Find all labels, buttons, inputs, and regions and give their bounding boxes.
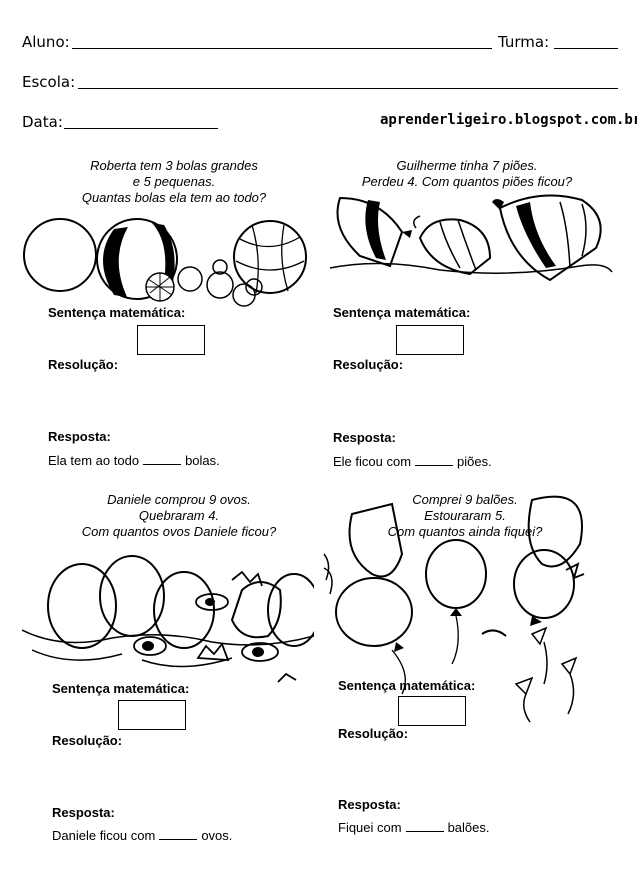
problem-2-line: Perdeu 4. Com quantos piões ficou? (361, 174, 573, 189)
problem-1-line: Quantas bolas ela tem ao todo? (81, 190, 267, 205)
resposta-label-1: Resposta: (48, 429, 111, 444)
resolucao-label-2: Resolução: (333, 357, 404, 372)
answer-2-blank[interactable] (415, 455, 454, 466)
balls-illustration (22, 215, 312, 310)
problem-3-text: Daniele comprou 9 ovos. Quebraram 4. Com… (44, 492, 314, 540)
sentenca-label-4: Sentença matemática: (338, 678, 476, 693)
problem-4-text: Comprei 9 balões. Estouraram 5. Com quan… (330, 492, 600, 540)
sentenca-label-2: Sentença matemática: (333, 305, 471, 320)
answer-1-before: Ela tem ao todo (48, 453, 140, 468)
problem-2-line: Guilherme tinha 7 piões. (396, 158, 538, 173)
answer-2-before: Ele ficou com (333, 454, 412, 469)
spinning-tops-illustration (320, 188, 620, 283)
aluno-label: Aluno: (22, 33, 70, 51)
answer-4-before: Fiquei com (338, 820, 402, 835)
problem-1-line: e 5 pequenas. (132, 174, 216, 189)
resolucao-label-3: Resolução: (52, 733, 123, 748)
balloons-illustration (322, 484, 622, 724)
turma-field[interactable] (554, 48, 618, 49)
sentenca-label-3: Sentença matemática: (52, 681, 190, 696)
aluno-field[interactable] (72, 48, 492, 49)
sentenca-box-1[interactable] (137, 325, 205, 355)
resposta-label-4: Resposta: (338, 797, 401, 812)
answer-1-blank[interactable] (143, 454, 182, 465)
problem-1-text: Roberta tem 3 bolas grandes e 5 pequenas… (44, 158, 304, 206)
data-label: Data: (22, 113, 63, 131)
answer-2: Ele ficou com piões. (333, 454, 492, 469)
problem-3-line: Com quantos ovos Daniele ficou? (81, 524, 277, 539)
answer-1: Ela tem ao todo bolas. (48, 453, 220, 468)
answer-3-after: ovos. (201, 828, 233, 843)
answer-3-blank[interactable] (159, 829, 198, 840)
sentenca-box-3[interactable] (118, 700, 186, 730)
answer-4: Fiquei com balões. (338, 820, 490, 835)
problem-4-line: Com quantos ainda fiquei? (387, 524, 543, 539)
sentenca-box-4[interactable] (398, 696, 466, 726)
problem-4-line: Comprei 9 balões. (412, 492, 518, 507)
problem-1-line: Roberta tem 3 bolas grandes (90, 158, 258, 173)
site-url: aprenderligeiro.blogspot.com.br (380, 112, 637, 128)
problem-2-text: Guilherme tinha 7 piões. Perdeu 4. Com q… (322, 158, 612, 190)
sentenca-label-1: Sentença matemática: (48, 305, 186, 320)
problem-3-line: Quebraram 4. (138, 508, 220, 523)
resposta-label-2: Resposta: (333, 430, 396, 445)
turma-label: Turma: (498, 33, 550, 51)
sentenca-box-2[interactable] (396, 325, 464, 355)
escola-field[interactable] (78, 88, 618, 89)
resposta-label-3: Resposta: (52, 805, 115, 820)
answer-4-after: balões. (447, 820, 490, 835)
answer-1-after: bolas. (185, 453, 220, 468)
problem-4-line: Estouraram 5. (424, 508, 506, 523)
data-field[interactable] (64, 128, 218, 129)
eggs-illustration (22, 550, 314, 690)
answer-3-before: Daniele ficou com (52, 828, 156, 843)
resolucao-label-4: Resolução: (338, 726, 409, 741)
problem-3-line: Daniele comprou 9 ovos. (107, 492, 251, 507)
answer-4-blank[interactable] (405, 821, 444, 832)
resolucao-label-1: Resolução: (48, 357, 119, 372)
answer-3: Daniele ficou com ovos. (52, 828, 232, 843)
escola-label: Escola: (22, 73, 76, 91)
answer-2-after: piões. (457, 454, 492, 469)
